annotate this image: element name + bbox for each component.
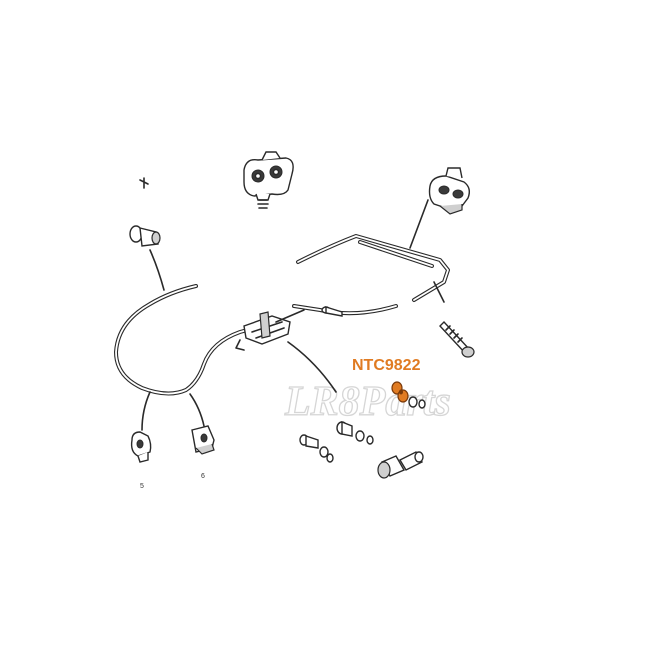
leader-junction	[287, 341, 337, 393]
washer-tube-right	[292, 234, 450, 316]
part-number-callout: NTC9822	[352, 357, 421, 374]
reference-mark	[139, 177, 149, 189]
pipe-clip-right-top[interactable]	[428, 167, 471, 215]
inline-fitting[interactable]	[321, 306, 343, 317]
fixing-bolt[interactable]	[439, 320, 475, 358]
washer-tube-left	[114, 284, 264, 396]
item-number-5: 5	[140, 483, 144, 490]
pipe-clip-5[interactable]	[130, 431, 152, 463]
connector-adaptor-left[interactable]	[299, 434, 334, 463]
twin-pipe-clip-top[interactable]	[243, 151, 294, 209]
straight-connector[interactable]	[377, 451, 424, 479]
tube-junction-connector[interactable]	[235, 309, 305, 351]
part-ntc9822[interactable]	[391, 381, 409, 403]
leader-fixing-left	[149, 249, 165, 291]
pipe-clip-6[interactable]	[191, 425, 215, 455]
leader-clip-5	[141, 391, 151, 431]
connector-adaptor-middle[interactable]	[336, 420, 374, 445]
push-fixing-left[interactable]	[129, 225, 161, 247]
leader-bolt	[433, 281, 445, 303]
item-number-6: 6	[201, 473, 205, 480]
leader-clip-right	[409, 199, 429, 249]
o-ring-pair	[408, 396, 426, 409]
watermark: LR8Parts	[284, 379, 451, 425]
leader-clip-6	[189, 393, 205, 427]
